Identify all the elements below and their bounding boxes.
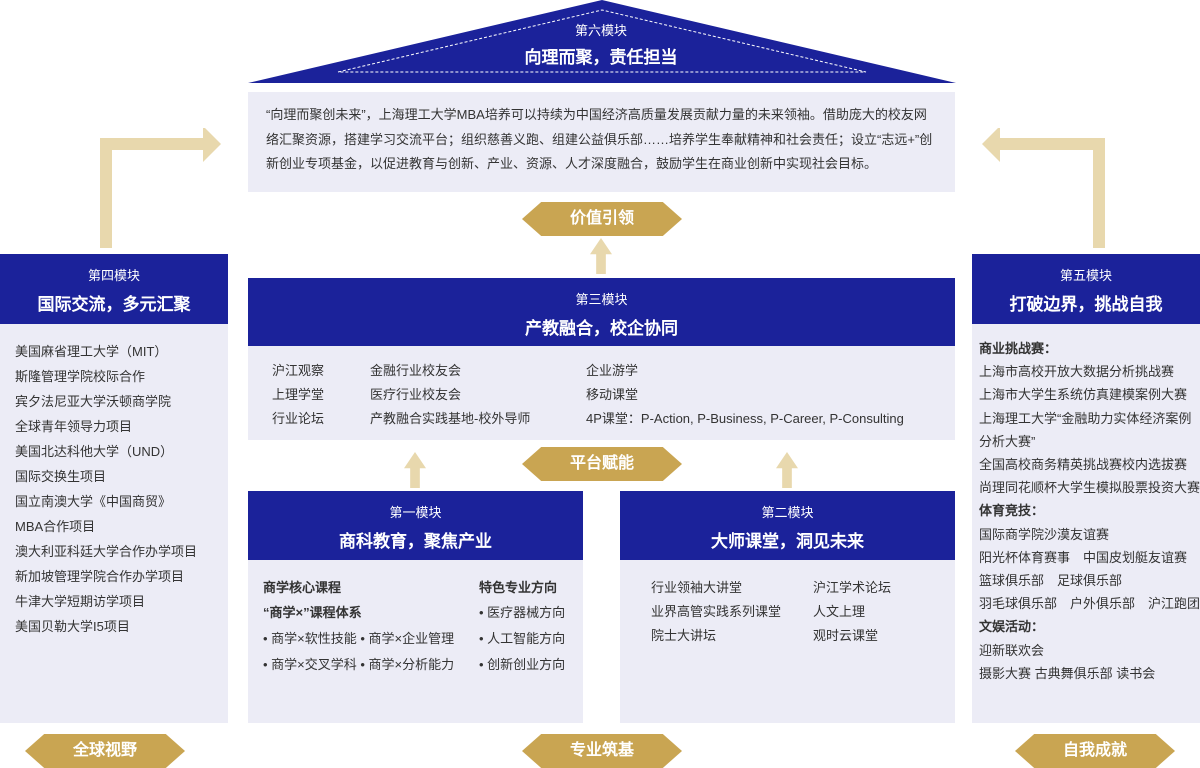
module5-heading: 商业挑战赛：: [979, 341, 1058, 356]
module2-label: 第二模块: [761, 505, 814, 520]
module2-item: 沪江学术论坛: [813, 580, 892, 595]
module1-header: 第一模块 商科教育，聚焦产业: [248, 491, 583, 560]
module5-header: 第五模块 打破边界，挑战自我: [972, 254, 1200, 324]
module5-item: 分析大赛”: [979, 433, 1036, 449]
module5-title: 打破边界，挑战自我: [1009, 295, 1163, 314]
module5-item: 上海理工大学“金融助力实体经济案例: [979, 410, 1192, 426]
module4-item: 新加坡管理学院合作办学项目: [15, 569, 185, 584]
module3-item: 4P课堂：P-Action, P-Business, P-Career, P-C…: [586, 411, 904, 426]
module1-item: • 创新创业方向: [479, 657, 566, 672]
module3-item: 移动课堂: [586, 387, 639, 402]
module4-label: 第四模块: [87, 268, 140, 283]
module3-header: 第三模块 产教融合，校企协同: [248, 278, 955, 346]
module5-item: 国际商学院沙漠友谊赛: [979, 526, 1110, 542]
module6-label: 第六模块: [574, 23, 627, 38]
bent-arrow-left-icon: [100, 128, 221, 248]
module1-body: [248, 560, 583, 723]
module4-item: 美国北达科他大学（UND）: [15, 444, 174, 459]
module4-item: 美国麻省理工大学（MIT）: [15, 344, 168, 359]
banner-value: 价值引领: [522, 202, 682, 236]
module6-description: “向理而聚创未来”，上海理工大学MBA培养可以持续为中国经济高质量发展贡献力量的…: [266, 107, 933, 171]
bent-arrow-right-icon: [982, 128, 1105, 248]
module5-item: 篮球俱乐部 足球俱乐部: [979, 573, 1123, 589]
module2-item: 人文上理: [813, 604, 866, 619]
banner-platform: 平台赋能: [522, 447, 682, 481]
module5-item: 羽毛球俱乐部 户外俱乐部 沪江跑团: [979, 596, 1200, 612]
module3-label: 第三模块: [575, 292, 628, 307]
module3-title: 产教融合，校企协同: [525, 319, 678, 338]
banner-self: 自我成就: [1015, 734, 1175, 768]
module3-item: 沪江观察: [272, 363, 325, 378]
up-arrow-icon: [776, 452, 798, 488]
module4-item: 宾夕法尼亚大学沃顿商学院: [15, 394, 172, 409]
up-arrow-icon: [404, 452, 426, 488]
roof-shape: [248, 0, 956, 83]
module2-item: 业界高管实践系列课堂: [651, 604, 782, 619]
module1-item: “商学×”课程体系: [263, 605, 362, 620]
module5-body: 商业挑战赛： 上海市高校开放大数据分析挑战赛 上海市大学生系统仿真建模案例大赛 …: [972, 324, 1200, 723]
module5-item: 迎新联欢会: [979, 642, 1045, 658]
module1-label: 第一模块: [389, 505, 442, 520]
module4-body: 美国麻省理工大学（MIT） 斯隆管理学院校际合作 宾夕法尼亚大学沃顿商学院 全球…: [0, 324, 228, 723]
module5-item: 尚理同花顺杯大学生模拟股票投资大赛: [979, 480, 1200, 496]
module4-item: 斯隆管理学院校际合作: [15, 369, 146, 384]
module3-body: [248, 346, 955, 440]
module3-item: 金融行业校友会: [370, 363, 462, 378]
module1-item: • 医疗器械方向: [479, 605, 566, 620]
module1-item: • 人工智能方向: [479, 631, 566, 646]
module1-item: • 商学×软性技能 • 商学×企业管理: [263, 631, 455, 646]
up-arrow-icon: [590, 238, 612, 274]
module2-header: 第二模块 大师课堂，洞见未来: [620, 491, 955, 560]
module6-title: 向理而聚，责任担当: [524, 48, 678, 67]
module1-item: 商学核心课程: [263, 580, 342, 595]
module4-item: 国际交换生项目: [15, 469, 107, 484]
module6-body: “向理而聚创未来”，上海理工大学MBA培养可以持续为中国经济高质量发展贡献力量的…: [248, 92, 955, 192]
module5-heading: 体育竞技：: [979, 503, 1045, 519]
module4-item: 澳大利亚科廷大学合作办学项目: [15, 544, 198, 559]
module4-title: 国际交流，多元汇聚: [37, 295, 191, 314]
banner-professional: 专业筑基: [522, 734, 682, 768]
module4-item: MBA合作项目: [15, 519, 96, 534]
module5-item: 上海市高校开放大数据分析挑战赛: [979, 364, 1175, 380]
module4-item: 牛津大学短期访学项目: [15, 594, 146, 609]
module2-item: 行业领袖大讲堂: [651, 580, 743, 595]
module5-item: 摄影大赛 古典舞俱乐部 读书会: [979, 665, 1156, 681]
module4-header: 第四模块 国际交流，多元汇聚: [0, 254, 228, 324]
module1-title: 商科教育，聚焦产业: [339, 532, 492, 551]
module3-item: 医疗行业校友会: [370, 387, 462, 402]
module3-item: 企业游学: [586, 363, 639, 378]
module2-title: 大师课堂，洞见未来: [711, 532, 864, 551]
module5-heading: 文娱活动：: [979, 619, 1045, 635]
module2-body: [620, 560, 955, 723]
module1-item: • 商学×交叉学科 • 商学×分析能力: [263, 657, 455, 672]
module1-item: 特色专业方向: [479, 580, 558, 595]
module2-item: 观时云课堂: [813, 628, 879, 643]
module3-item: 产教融合实践基地-校外导师: [370, 411, 531, 426]
module6-header: 第六模块 向理而聚，责任担当: [248, 20, 954, 68]
module3-item: 行业论坛: [272, 411, 325, 426]
module4-item: 国立南澳大学《中国商贸》: [15, 494, 172, 509]
module3-item: 上理学堂: [272, 387, 325, 402]
module4-item: 全球青年领导力项目: [15, 419, 133, 434]
module5-item: 全国高校商务精英挑战赛校内选拔赛: [979, 457, 1188, 473]
module2-item: 院士大讲坛: [651, 628, 717, 643]
module4-item: 美国贝勒大学I5项目: [15, 619, 130, 634]
module5-item: 阳光杯体育赛事 中国皮划艇友谊赛: [979, 549, 1188, 565]
module5-item: 上海市大学生系统仿真建模案例大赛: [979, 387, 1188, 403]
banner-global: 全球视野: [25, 734, 185, 768]
module5-label: 第五模块: [1059, 268, 1112, 283]
